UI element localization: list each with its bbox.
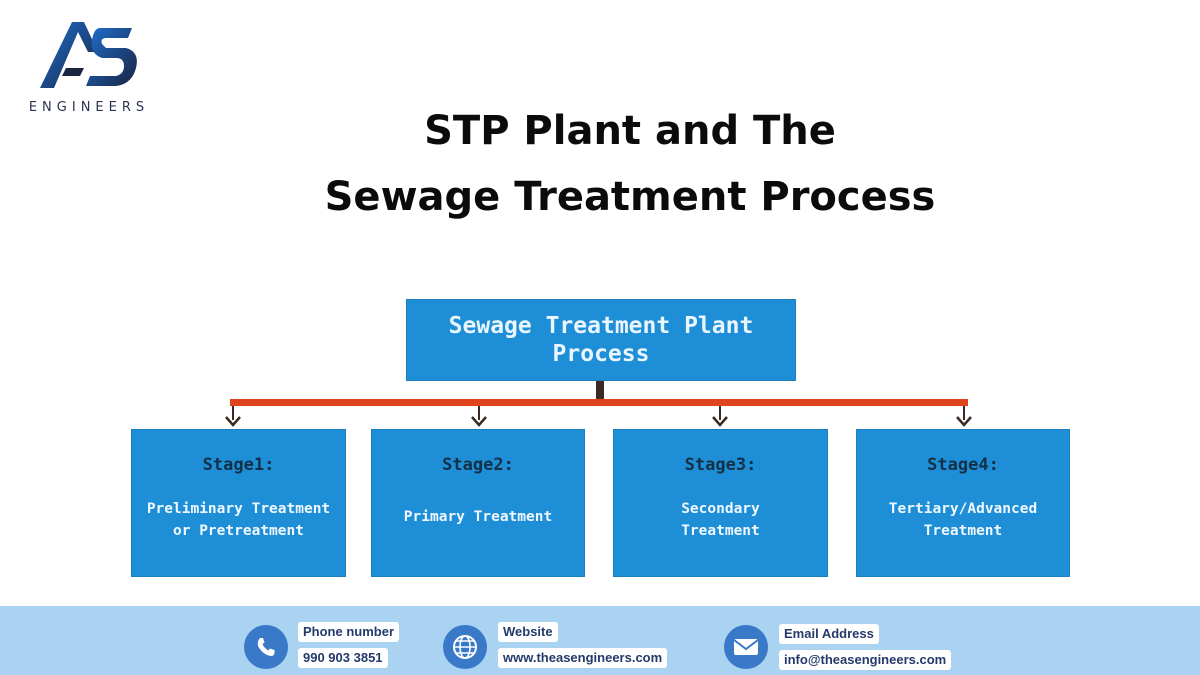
title-line-1: STP Plant and The	[424, 108, 836, 154]
phone-number-link[interactable]: 990 903 3851	[298, 648, 388, 668]
stage-label: Stage4:	[927, 455, 999, 475]
company-logo: ENGINEERS	[14, 18, 164, 118]
stage-arrow	[225, 406, 241, 427]
website-link[interactable]: www.theasengineers.com	[498, 648, 668, 668]
stage-box-4: Stage4: Tertiary/Advanced Treatment	[856, 429, 1070, 577]
horizontal-connector	[230, 399, 968, 406]
page-title: STP Plant and The Sewage Treatment Proce…	[200, 98, 1060, 230]
stage-description: Primary Treatment	[403, 509, 553, 525]
contact-footer: Phone number 990 903 3851 Website www.th…	[0, 606, 1200, 675]
root-process-box: Sewage Treatment Plant Process	[406, 299, 796, 381]
stage-label: Stage1:	[202, 455, 275, 475]
stage-description: Tertiary/Advanced Treatment	[888, 501, 1038, 539]
phone-label: Phone number	[298, 622, 400, 642]
as-logo-mark	[40, 22, 137, 88]
stage-description: Secondary Treatment	[681, 501, 760, 539]
stage-arrow	[956, 406, 972, 427]
root-stem	[596, 381, 604, 401]
title-line-2: Sewage Treatment Process	[324, 174, 936, 220]
stage-box-3: Stage3: Secondary Treatment	[613, 429, 828, 577]
stage-arrow	[471, 406, 487, 427]
website-label: Website	[498, 622, 558, 642]
stage-box-2: Stage2: Primary Treatment	[371, 429, 585, 577]
globe-icon[interactable]	[443, 625, 487, 669]
phone-icon[interactable]	[244, 625, 288, 669]
stage-label: Stage2:	[442, 455, 514, 475]
logo-text: ENGINEERS	[28, 100, 150, 115]
stage-arrow	[712, 406, 728, 427]
stage-description: Preliminary Treatment or Pretreatment	[146, 501, 331, 539]
email-link[interactable]: info@theasengineers.com	[779, 650, 952, 670]
mail-icon[interactable]	[724, 625, 768, 669]
stage-box-1: Stage1: Preliminary Treatment or Pretrea…	[131, 429, 346, 577]
stage-label: Stage3:	[684, 455, 757, 475]
email-label: Email Address	[779, 624, 879, 644]
